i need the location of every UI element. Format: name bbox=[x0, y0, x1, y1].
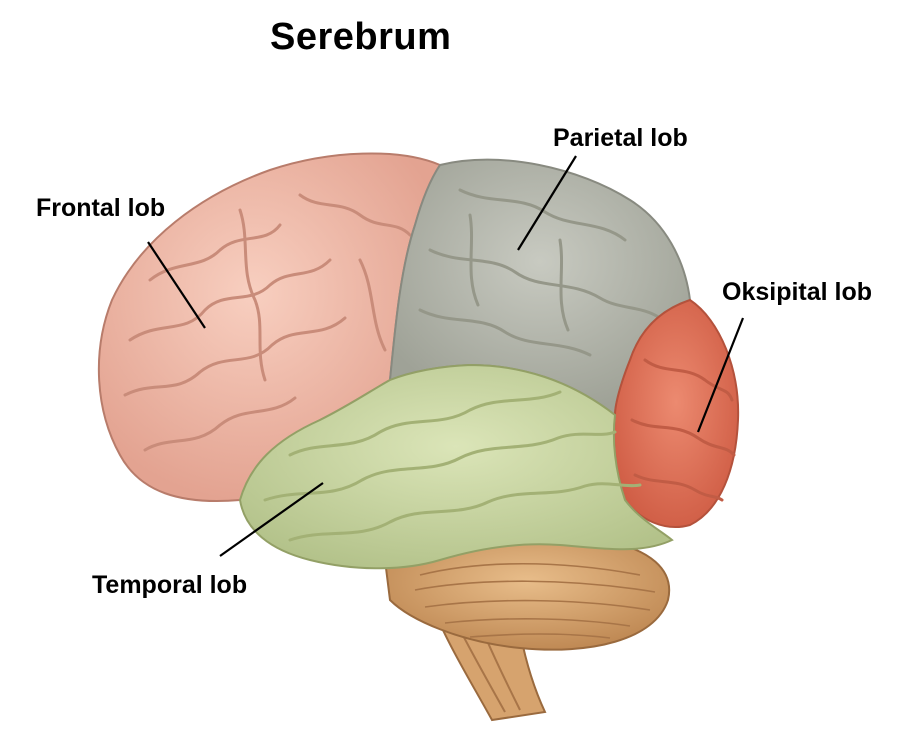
leader-parietal bbox=[517, 155, 577, 251]
leader-oksipital bbox=[696, 317, 745, 433]
occipital-gyri bbox=[630, 358, 736, 502]
label-temporal-lob: Temporal lob bbox=[92, 571, 248, 599]
temporal-gyri bbox=[263, 390, 642, 542]
frontal-gyri bbox=[123, 193, 412, 452]
leader-frontal bbox=[147, 241, 206, 329]
temporal-lobe bbox=[238, 363, 674, 570]
diagram-title: Serebrum bbox=[270, 16, 452, 58]
leader-temporal bbox=[219, 482, 324, 557]
parietal-gyri bbox=[418, 188, 662, 357]
label-parietal-lob: Parietal lob bbox=[553, 124, 688, 152]
label-oksipital-lob: Oksipital lob bbox=[722, 278, 873, 306]
cerebellum-folia bbox=[414, 563, 656, 639]
label-frontal-lob: Frontal lob bbox=[36, 194, 166, 222]
